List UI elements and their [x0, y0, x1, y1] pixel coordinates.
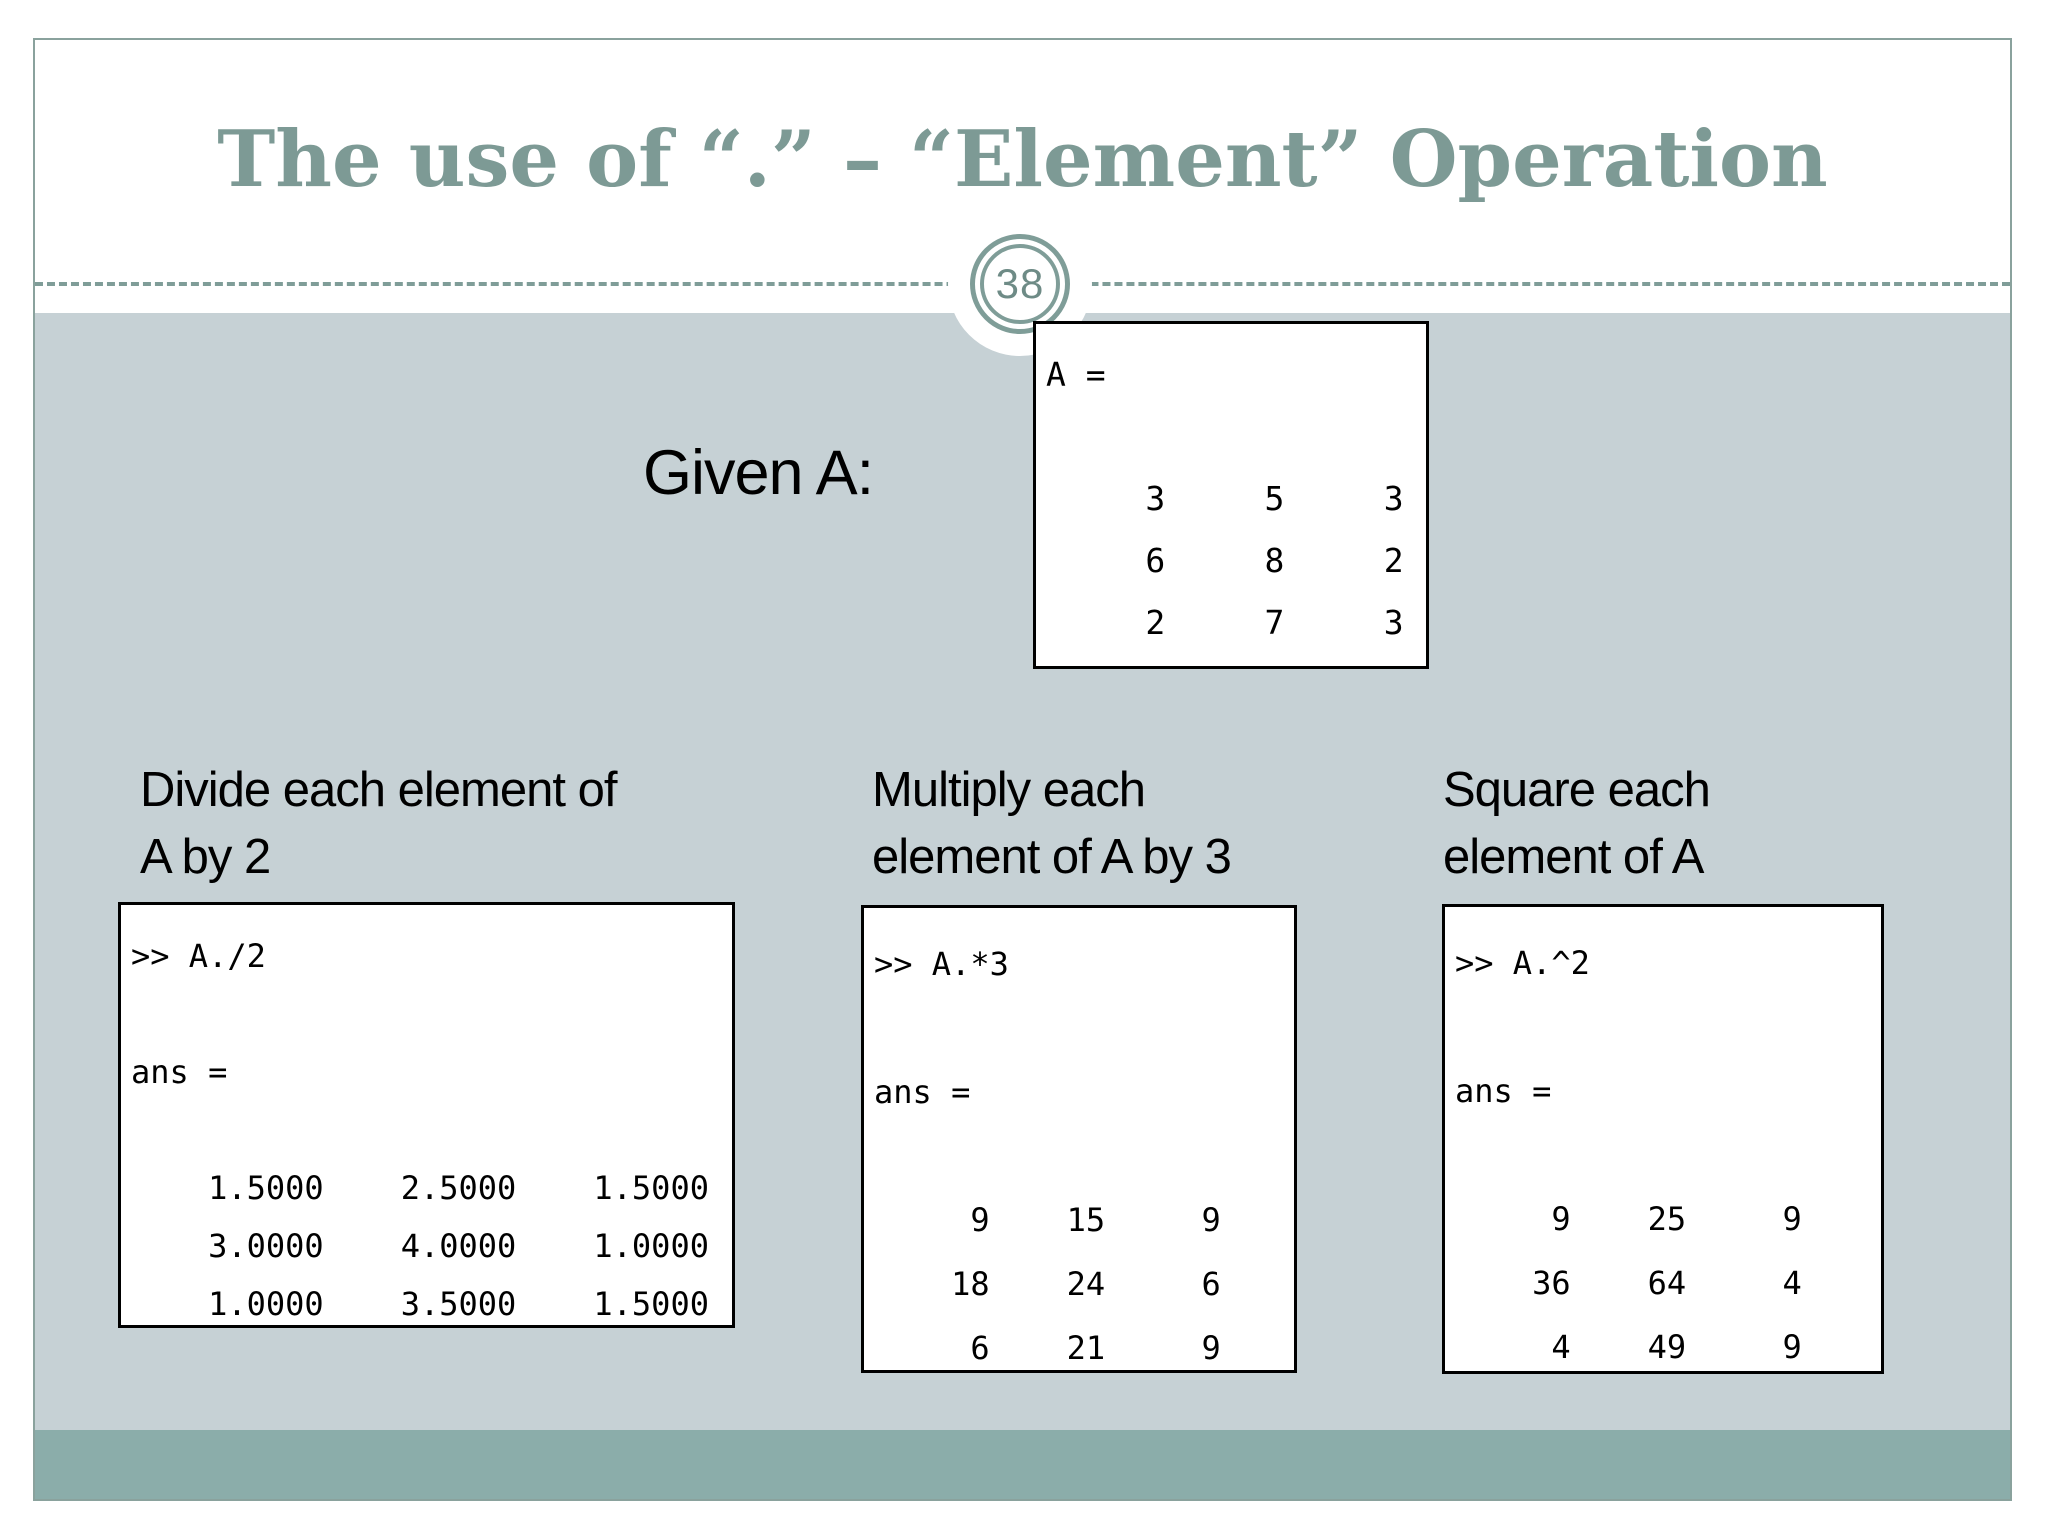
multiply-terminal-box: >> A.*3 ans = 9 15 9 18 24 6 6 21 9: [861, 905, 1297, 1373]
slide-title: The use of “.” – “Element” Operation: [217, 114, 1828, 206]
square-terminal-text: >> A.^2 ans = 9 25 9 36 64 4 4 49 9: [1455, 944, 1802, 1366]
page-number-badge-inner-ring: 38: [980, 244, 1060, 324]
matrix-a-terminal-box: A = 3 5 3 6 8 2 2 7 3: [1033, 321, 1429, 669]
matrix-a-terminal-text: A = 3 5 3 6 8 2 2 7 3: [1046, 355, 1404, 642]
page-number: 38: [995, 260, 1045, 307]
divide-column-label: Divide each element of A by 2: [140, 763, 617, 884]
square-terminal-box: >> A.^2 ans = 9 25 9 36 64 4 4 49 9: [1442, 904, 1884, 1374]
multiply-column-label: Multiply each element of A by 3: [872, 763, 1232, 884]
multiply-terminal-text: >> A.*3 ans = 9 15 9 18 24 6 6 21 9: [874, 945, 1221, 1367]
given-a-label: Given A:: [643, 438, 874, 508]
footer-bar: [35, 1430, 2010, 1500]
divide-terminal-box: >> A./2 ans = 1.5000 2.5000 1.5000 3.000…: [118, 902, 735, 1328]
page-number-badge: 38: [970, 234, 1070, 334]
divide-terminal-text: >> A./2 ans = 1.5000 2.5000 1.5000 3.000…: [131, 937, 709, 1323]
square-column-label: Square each element of A: [1443, 763, 1711, 884]
